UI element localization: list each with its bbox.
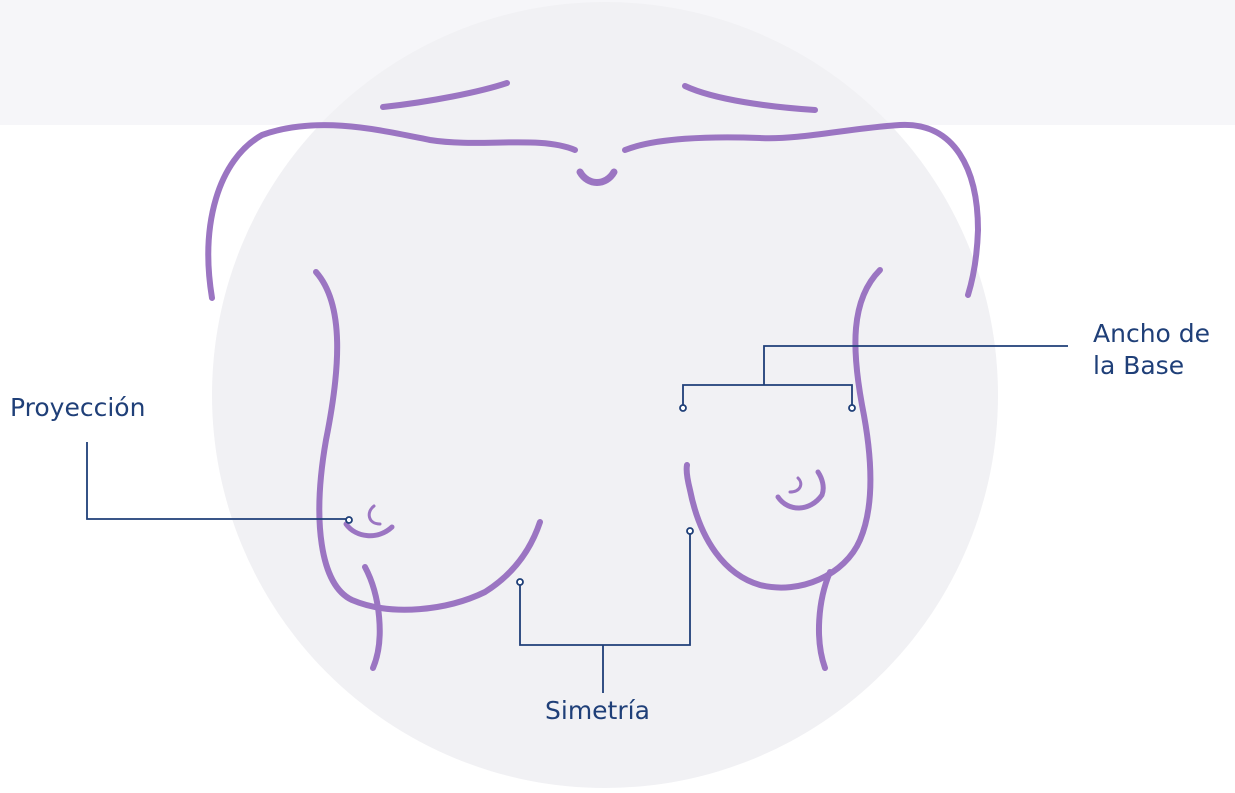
simetria-dot-left	[517, 579, 523, 585]
simetria-dot-right	[687, 528, 693, 534]
ancho-dot-left	[680, 405, 686, 411]
ancho-dot-right	[849, 405, 855, 411]
background-circle	[212, 2, 998, 788]
ancho-de-la-base-label: Ancho de la Base	[1093, 318, 1210, 382]
ancho-label-line2: la Base	[1093, 350, 1210, 382]
ancho-label-line1: Ancho de	[1093, 318, 1210, 350]
simetria-label: Simetría	[545, 695, 650, 727]
proyeccion-callout-dot	[346, 517, 352, 523]
proyeccion-label: Proyección	[10, 392, 145, 424]
